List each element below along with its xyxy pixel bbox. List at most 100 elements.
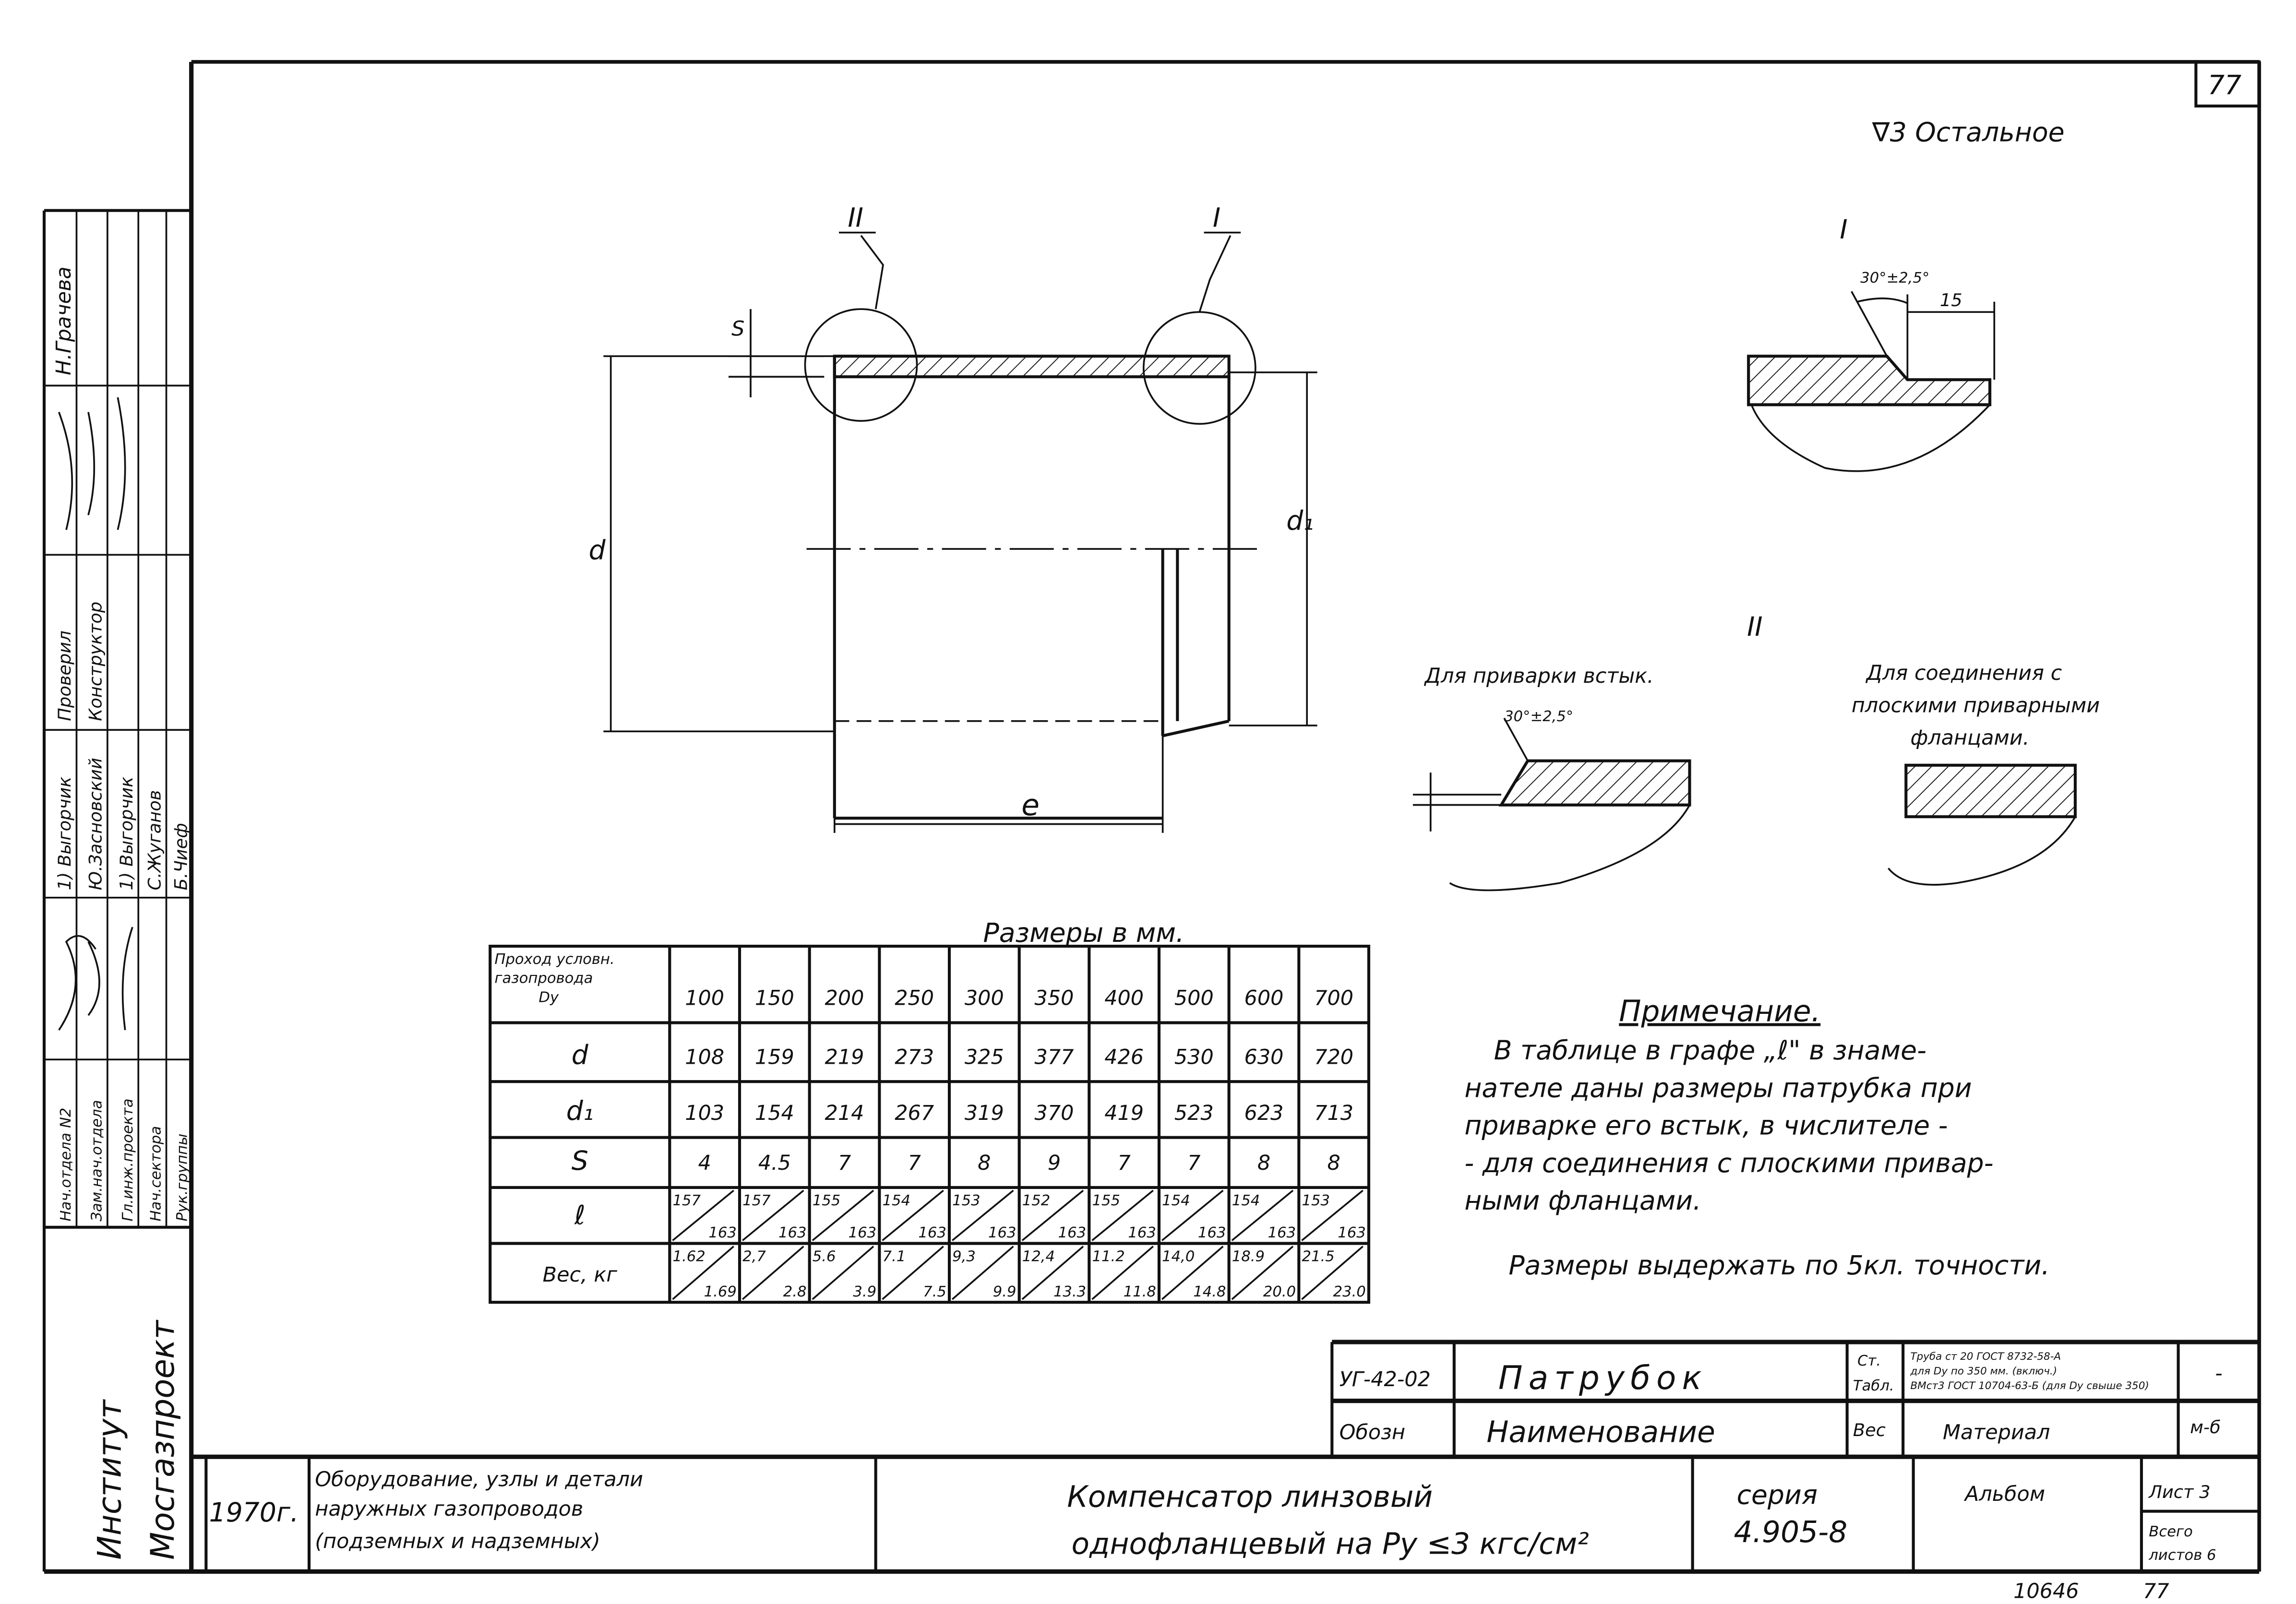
spec-steel-label-2: Табл. (1853, 1378, 1894, 1394)
note-line: - для соединения с плоскими привар- (1464, 1148, 1993, 1179)
note-body: В таблице в графе „ℓ" в знаме-нателе дан… (1464, 1035, 1993, 1216)
note-line: ными фланцами. (1464, 1186, 1701, 1216)
callout-detail-i: I (1213, 202, 1220, 233)
detail-i-angle: 30°±2,5° (1860, 270, 1929, 286)
table-cell: 426 (1104, 1045, 1144, 1069)
fraction-numerator: 152 (1022, 1192, 1051, 1209)
table-cell: 9 (1048, 1151, 1061, 1175)
fraction-numerator: 157 (742, 1192, 771, 1209)
fraction-slash (951, 1246, 1014, 1300)
row-label: ℓ (574, 1200, 586, 1231)
table-cell: 319 (965, 1101, 1004, 1125)
stamp-position: Нач.отдела N2 (58, 1108, 74, 1222)
dim-label-d: d (589, 535, 606, 566)
surface-finish-note: ∇3 Остальное (1872, 118, 2065, 148)
fraction-numerator: 153 (1302, 1192, 1330, 1209)
spec-material-line-3: ВМст3 ГОСТ 10704-63-Б (для Dу свыше 350) (1911, 1380, 2149, 1392)
table-cell: 267 (895, 1101, 934, 1125)
series-label: серия (1737, 1480, 1818, 1510)
fraction-denominator: 1.69 (704, 1283, 737, 1300)
fraction-slash (1091, 1189, 1154, 1241)
fraction-denominator: 2.8 (783, 1283, 807, 1300)
fraction-numerator: 155 (1092, 1192, 1120, 1209)
fraction-denominator: 163 (1128, 1224, 1156, 1241)
dy-cell: 400 (1104, 986, 1144, 1010)
dy-cell: 150 (755, 986, 794, 1010)
table-cell: 103 (685, 1101, 724, 1125)
fraction-slash (741, 1189, 804, 1241)
row-label: Вес, кг (543, 1263, 618, 1287)
fraction-numerator: 157 (672, 1192, 701, 1209)
stamp-name: Б.Чиеф (170, 823, 191, 890)
callout-detail-ii: II (848, 202, 863, 233)
fraction-numerator: 153 (952, 1192, 981, 1209)
header-material: Материал (1943, 1420, 2050, 1444)
stamp-checked: Проверил (54, 630, 75, 721)
header-last: м-б (2190, 1417, 2221, 1438)
table-cell: 7 (1118, 1151, 1131, 1175)
pipe-main-view (603, 231, 1317, 833)
footer-archive-number: 10646 (2013, 1580, 2079, 1604)
table-cell: 7 (908, 1151, 921, 1175)
title-block (204, 1457, 2260, 1572)
flange-caption-line-3: фланцами. (1911, 726, 2030, 750)
drawing-title-line-1: Компенсатор линзовый (1067, 1480, 1433, 1514)
table-cell: 370 (1035, 1101, 1074, 1125)
row-label: d₁ (566, 1096, 594, 1127)
fraction-denominator: 163 (1058, 1224, 1087, 1241)
table-cell: 108 (685, 1045, 724, 1069)
header-label-line: Dу (538, 989, 559, 1006)
fraction-denominator: 163 (849, 1224, 877, 1241)
fraction-slash (1231, 1246, 1294, 1300)
fraction-slash (1021, 1246, 1084, 1300)
header-name: Наименование (1486, 1415, 1715, 1450)
fraction-numerator: 154 (1162, 1192, 1190, 1209)
fraction-denominator: 163 (918, 1224, 946, 1241)
fraction-denominator: 20.0 (1263, 1283, 1296, 1300)
fraction-denominator: 14.8 (1193, 1283, 1226, 1300)
sheet-frame (44, 60, 2261, 1574)
table-cell: 713 (1314, 1101, 1353, 1125)
corner-sheet-number: 77 (2208, 70, 2241, 101)
stamp-position: Нач.сектора (147, 1126, 164, 1222)
fraction-numerator: 7.1 (882, 1248, 906, 1265)
table-cell: 377 (1035, 1045, 1074, 1069)
fraction-slash (1301, 1189, 1363, 1241)
fraction-numerator: 5.6 (813, 1248, 836, 1265)
fraction-numerator: 21.5 (1302, 1248, 1334, 1265)
table-border (489, 944, 1371, 1304)
subject-line-2: наружных газопроводов (315, 1497, 583, 1521)
footer-page-number: 77 (2143, 1580, 2169, 1604)
flange-caption-line-1: Для соединения с (1866, 661, 2062, 685)
table-cell: 159 (755, 1045, 794, 1069)
dim-label-d1: d₁ (1286, 506, 1314, 536)
table-cell: 8 (1257, 1151, 1270, 1175)
table-caption: Размеры в мм. (983, 918, 1184, 949)
fraction-denominator: 163 (778, 1224, 807, 1241)
fraction-denominator: 9.9 (993, 1283, 1016, 1300)
year: 1970г. (209, 1497, 299, 1528)
stamp-position: Гл.инж.проекта (120, 1098, 136, 1221)
stamp-name: С.Жуганов (144, 790, 165, 891)
table-cell: 154 (755, 1101, 794, 1125)
dy-cell: 100 (685, 986, 724, 1010)
total-sheets-line-2: листов 6 (2148, 1547, 2216, 1564)
header-designation: Обозн (1339, 1420, 1405, 1444)
series-number: 4.905-8 (1734, 1515, 1848, 1549)
header-label-line: Проход условн. (494, 951, 614, 968)
fraction-slash (672, 1246, 734, 1300)
fraction-denominator: 7.5 (923, 1283, 946, 1300)
fraction-slash (951, 1189, 1014, 1241)
note-line: нателе даны размеры патрубка при (1464, 1073, 1972, 1104)
detail-ii-label: II (1747, 612, 1763, 642)
table-cell: 4.5 (758, 1151, 791, 1175)
dy-cell: 300 (965, 986, 1004, 1010)
fraction-denominator: 163 (1268, 1224, 1296, 1241)
fraction-slash (1301, 1246, 1363, 1300)
table-cell: 630 (1244, 1045, 1284, 1069)
fraction-slash (741, 1246, 804, 1300)
fraction-denominator: 11.8 (1124, 1283, 1156, 1300)
stamp-name: Ю.Засновский (85, 758, 106, 890)
